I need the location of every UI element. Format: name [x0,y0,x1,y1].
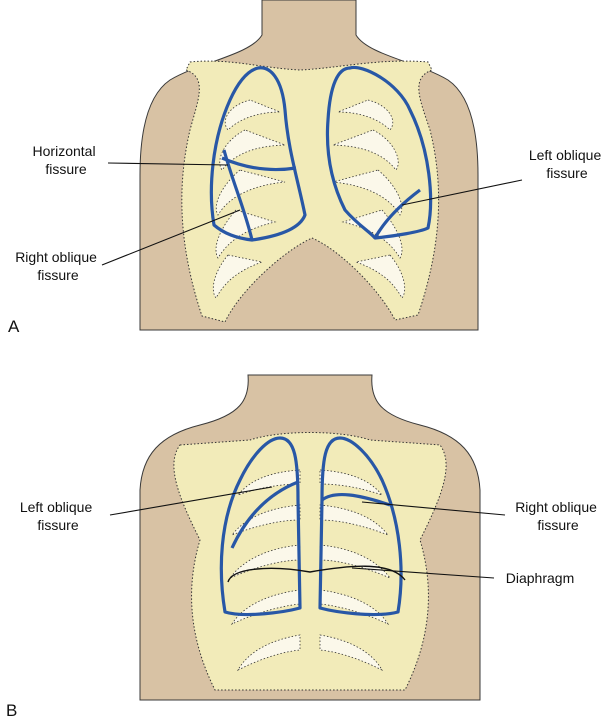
left-oblique-fissure-line-a [373,188,421,239]
horizontal-fissure-label: Horizontal fissure [33,143,100,177]
panel-a-anterior-view: Horizontal fissure Left oblique fissure … [8,0,605,336]
right-oblique-fissure-leader-line-b [361,501,506,516]
right-oblique-fissure-label-b: Right oblique fissure [515,499,601,533]
diaphragm-label: Diaphragm [506,570,574,586]
diaphragm-line [227,565,406,583]
right-oblique-fissure-line-a [222,149,254,241]
ribs-a [212,99,406,299]
left-oblique-fissure-label-a: Left oblique fissure [529,147,605,181]
panel-letter-a: A [8,317,20,336]
left-oblique-fissure-leader-line-a [401,179,523,206]
left-oblique-fissure-line-b [230,480,299,549]
diaphragm-leader-line [351,567,495,579]
left-lung-outline-a [325,65,433,240]
left-lung-outline-b [219,436,302,617]
right-oblique-fissure-line-b [321,493,391,507]
right-oblique-fissure-label-a: Right oblique fissure [15,249,101,283]
right-lung-outline-b [318,436,403,617]
rib-cage-a [181,60,440,323]
left-oblique-fissure-leader-line-b [109,486,273,516]
rib-cage-and-scapulae-b [173,432,447,691]
panel-letter-b: B [6,701,17,720]
right-oblique-fissure-leader-line-a [101,209,241,266]
left-oblique-fissure-label-b: Left oblique fissure [20,499,96,533]
panel-b-posterior-view: Left oblique fissure Right oblique fissu… [6,374,601,720]
horizontal-fissure-leader-line [107,162,229,166]
